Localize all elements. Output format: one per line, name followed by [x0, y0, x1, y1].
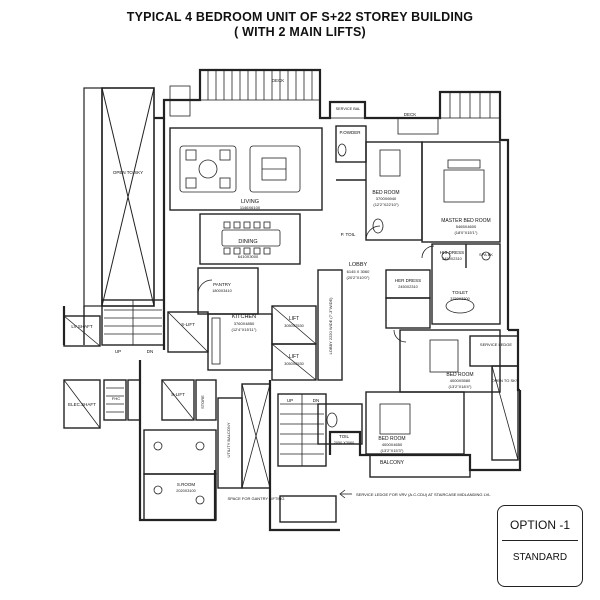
- label-hisdress: HIS DRESS: [440, 250, 464, 255]
- label-spa: SPA BK: [479, 252, 493, 257]
- deck-top: [169, 69, 366, 119]
- option-divider: [502, 540, 578, 541]
- label-master: MASTER BED ROOM: [441, 218, 490, 224]
- option-box: OPTION -1 STANDARD: [497, 505, 583, 587]
- label-living: LIVING: [241, 199, 259, 205]
- label-fhc: FHC: [112, 396, 120, 401]
- label-bed1-dim: 3700X6940: [376, 196, 397, 201]
- label-ptoilet: P. TOIL: [341, 232, 356, 237]
- label-dining: DINING: [238, 239, 257, 245]
- label-up2: UP: [287, 398, 293, 403]
- label-elec: ELEC.SHAFT: [68, 402, 96, 407]
- open-sky-shaft-left: [83, 87, 155, 345]
- interior-walls: [63, 125, 519, 523]
- option-subtitle: STANDARD: [512, 552, 568, 563]
- label-bed2-ft: (13'2"X18'4"): [448, 384, 472, 389]
- label-lobby-dim: 6145 X 3060: [347, 269, 370, 274]
- furniture: [63, 143, 520, 505]
- label-gantry: SPACE FOR GANTRY LIFTING: [228, 496, 285, 501]
- label-lift-lobby: LOBBY 2220 WIDE (7'-3"WIDE): [328, 297, 333, 355]
- label-powder: P.OWDER: [340, 130, 362, 135]
- label-bed1: BED ROOM: [372, 190, 399, 196]
- label-service-ledge: SERVICE LEDGE: [480, 342, 512, 347]
- label-slift-a: S-LIFT: [181, 322, 195, 327]
- label-lift1-dim: 3050X2530: [284, 324, 303, 328]
- label-sroom: S.ROOM: [177, 482, 196, 487]
- label-master-ft: (18'0"X15'1"): [454, 230, 478, 235]
- deck-right: [397, 91, 501, 135]
- label-open-sky-right: OPEN TO SKY: [492, 378, 519, 383]
- label-dn: DN: [147, 349, 154, 354]
- label-pantry-dim: 1800X3410: [212, 289, 231, 293]
- label-open-sky-left: OPEN TO SKY: [113, 170, 143, 175]
- title-line-2: ( WITH 2 MAIN LIFTS): [234, 25, 366, 39]
- label-store: STORE: [200, 395, 205, 409]
- label-toilet-dim: 3750X3300: [450, 297, 469, 301]
- label-living-dim: 1146X6100: [240, 205, 261, 210]
- label-ledge-note: SERVICE LEDGE FOR VRV (A.C.CDU) AT STAIR…: [356, 492, 491, 497]
- label-lobby: LOBBY: [349, 262, 368, 268]
- label-toilet2-dim: 2050 X3060: [334, 441, 354, 445]
- option-label: OPTION -1: [509, 518, 570, 532]
- label-dining-dim: 6410X3000: [238, 254, 259, 259]
- label-master-dim: 5465X4600: [456, 224, 477, 229]
- label-bed3-dim: 4000X4650: [382, 442, 403, 447]
- title-line-1: TYPICAL 4 BEDROOM UNIT OF S+22 STOREY BU…: [126, 10, 474, 24]
- label-kitchen-dim: 3760X4850: [234, 321, 255, 326]
- label-bed2-dim: 4000X5580: [450, 378, 471, 383]
- label-kitchen: KITCHEN: [232, 314, 256, 320]
- label-bed2: BED ROOM: [446, 372, 473, 378]
- label-herdress-dim: 2450X2310: [398, 285, 417, 289]
- label-kitchen-ft: (12'4"X15'11"): [232, 327, 258, 332]
- label-utility: UTILITY BALCONY: [226, 422, 231, 457]
- label-bed1-ft: (12'2"X22'10"): [373, 202, 399, 207]
- label-lift1: LIFT: [289, 316, 299, 322]
- label-lobby-ft: (20'2"X10'0"): [346, 275, 370, 280]
- label-lv-shaft: LV SHAFT: [71, 324, 92, 329]
- plan-title: TYPICAL 4 BEDROOM UNIT OF S+22 STOREY BU…: [0, 10, 600, 40]
- label-up: UP: [115, 349, 121, 354]
- label-dn2: DN: [313, 398, 320, 403]
- label-hisdress-dim: 2450X2310: [442, 257, 461, 261]
- label-bed3-ft: (13'2"X15'3"): [380, 448, 404, 453]
- label-lift2-dim: 3050X2530: [284, 362, 303, 366]
- label-lift2: LIFT: [289, 354, 299, 360]
- label-toilet2: TOIL: [339, 434, 349, 439]
- room-labels: OPEN TO SKY DECK DECK SERVICE BAL P.OWDE…: [68, 78, 519, 501]
- label-deck-top: DECK: [272, 78, 285, 83]
- label-bed3: BED ROOM: [378, 436, 405, 442]
- label-deck-right: DECK: [404, 112, 417, 117]
- label-pantry: PANTRY: [213, 282, 231, 287]
- label-slift-b: S-LIFT: [171, 392, 185, 397]
- label-herdress: HER DRESS: [395, 278, 421, 283]
- label-toilet: TOILET: [452, 290, 468, 295]
- label-servant: SERVICE BAL: [336, 107, 361, 111]
- label-balcony: BALCONY: [380, 460, 405, 466]
- label-sroom-dim: 2020X3100: [176, 489, 195, 493]
